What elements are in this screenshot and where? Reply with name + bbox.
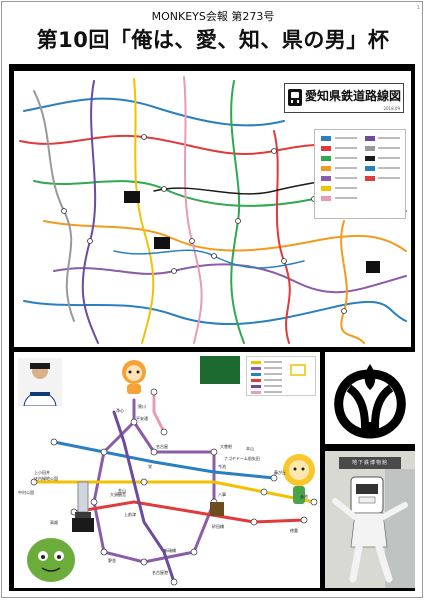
page-number: 1	[416, 5, 420, 11]
train-icon	[288, 89, 302, 106]
station-label: 藤が丘	[274, 470, 286, 475]
station-label: 名古屋港	[152, 570, 168, 575]
small-photo	[210, 502, 224, 516]
legend-swatches	[321, 136, 400, 201]
emblem-mark	[334, 364, 406, 439]
page-title: 第10回「俺は、愛、知、県の男」杯	[36, 28, 390, 52]
station-label: 上前津	[124, 512, 136, 517]
player-figure	[23, 363, 57, 406]
green-mascot-image	[22, 528, 80, 586]
station-label: 高畑	[50, 520, 58, 525]
nagoya-subway-map: 上小田井庄内緑地公園中村公園 金山 栄 今池 名古屋大須観音 八事 藤が丘 本山新瑞橋 上前津高…	[14, 352, 320, 588]
station-label: 徳重	[290, 528, 298, 533]
route-map-date: 2018.09	[383, 106, 400, 111]
station-label: 栄	[148, 464, 152, 469]
station-label: 大曽根	[220, 444, 232, 449]
mascot-character-image	[114, 356, 154, 396]
sunflower-mascot-image	[276, 452, 320, 508]
route-map-title-badge: 愛知県鉄道路線図 2018.09	[284, 83, 404, 113]
station-label: 平安通	[136, 416, 148, 421]
newsletter-issue: MONKEYS会報 第273号	[151, 10, 275, 23]
station-label: 中村公園	[18, 490, 34, 495]
station-label: ナゴヤドーム前矢田	[224, 456, 260, 461]
station-label: 浄心	[116, 408, 124, 413]
aichi-railway-map: 愛知県鉄道路線図 2018.09	[14, 71, 411, 347]
station-label: 黒川	[138, 404, 146, 409]
station-label: 赤池	[300, 494, 308, 499]
station-label: 本山	[246, 446, 254, 451]
trophy-figure	[72, 481, 94, 532]
railway-lines-graphic	[19, 76, 407, 344]
green-mascot-figure	[27, 538, 75, 582]
subway-museum-photo: 地下鉄博物館	[325, 451, 415, 588]
station-label: 野並	[108, 558, 116, 563]
map-legend	[314, 129, 406, 219]
aichi-emblem	[325, 352, 415, 444]
costume-figure	[332, 469, 415, 588]
station-label: 大須観音	[110, 492, 126, 497]
route-map-title: 愛知県鉄道路線図	[305, 89, 402, 103]
station-label: 八事	[218, 492, 226, 497]
sunflower-figure	[283, 454, 315, 504]
station-label: 砂田橋	[212, 524, 224, 529]
station-label: 新瑞橋	[164, 548, 176, 553]
station-label: 庄内緑地公園	[34, 476, 58, 481]
station-label: 金山	[118, 488, 126, 493]
subway-line-legend	[246, 356, 316, 396]
station-label: 名古屋	[156, 444, 168, 449]
station-label: 上小田井	[34, 470, 50, 475]
baseball-player-photo	[18, 358, 62, 406]
station-label: 今池	[218, 464, 226, 469]
line-legend-swatches	[251, 361, 306, 394]
mascot-figure	[122, 360, 146, 394]
trophy-image	[68, 476, 98, 536]
museum-sign: 地下鉄博物館	[339, 457, 401, 469]
team-photo-thumbnail	[200, 356, 240, 384]
